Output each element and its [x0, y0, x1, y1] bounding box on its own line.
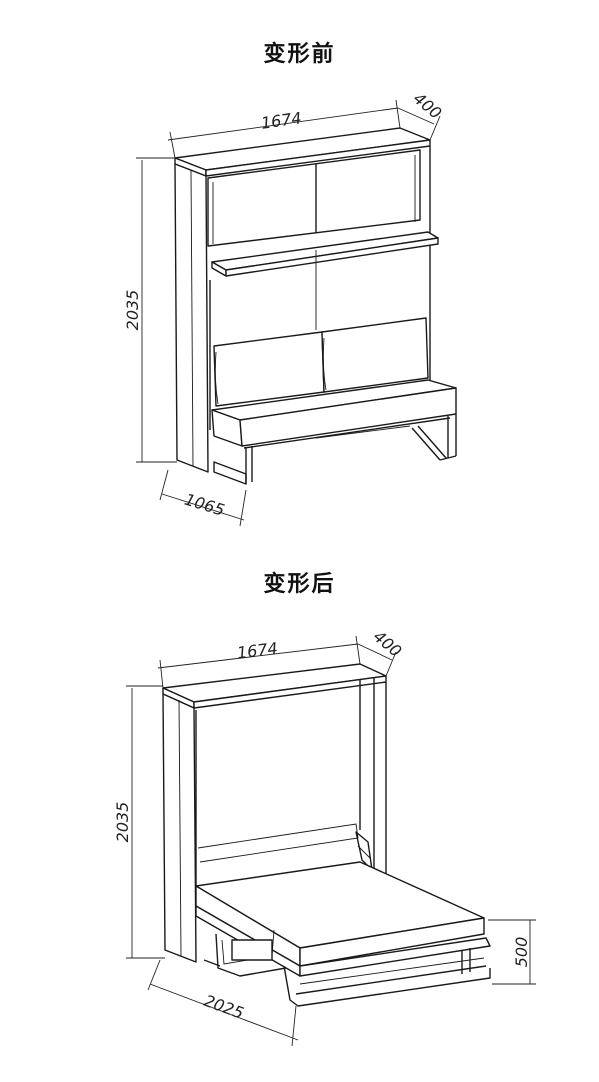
bed-cabinet-drawing [162, 663, 491, 1007]
before-height-dimension: 2035 [123, 290, 142, 331]
before-width-dimension: 1674 [260, 108, 303, 132]
sofa-cabinet-drawing [174, 127, 457, 485]
after-width-dimension: 1674 [236, 639, 279, 663]
after-depth-dimension: 400 [370, 627, 406, 661]
after-dimension-lines [126, 635, 536, 1047]
after-bed-height-dimension: 500 [512, 937, 531, 968]
section-title-before: 变形前 [263, 42, 336, 67]
before-extended-dimension: 1065 [182, 490, 226, 520]
after-extended-dimension: 2025 [202, 991, 247, 1023]
after-height-dimension: 2035 [113, 802, 132, 843]
before-dimension-lines [136, 99, 441, 527]
section-title-after: 变形后 [263, 572, 336, 597]
before-depth-dimension: 400 [410, 89, 446, 123]
